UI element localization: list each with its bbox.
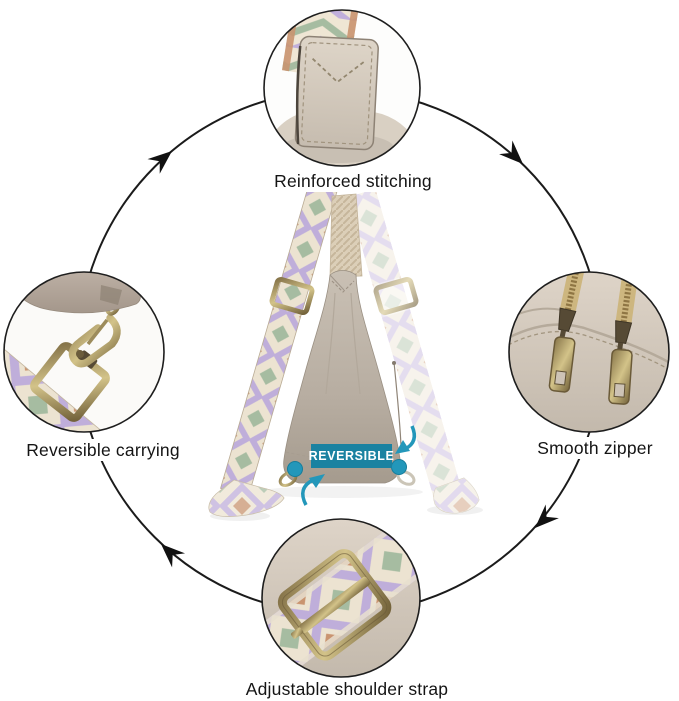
v-stitch	[311, 58, 366, 84]
feature-label-reversible-carrying: Reversible carrying	[3, 439, 203, 461]
snap-hook-clasp	[68, 314, 121, 368]
zipper-slider	[558, 307, 577, 332]
right-strap-buckle	[370, 273, 422, 319]
bag-corner-lobe	[15, 272, 141, 314]
neck-fold-line	[329, 274, 345, 291]
swap-arrow-icon	[301, 474, 325, 506]
clockwise-arrow-icon	[499, 140, 523, 164]
back-webbing-strip	[329, 193, 363, 278]
feature-circle-reinforced-stitching	[264, 10, 420, 166]
zipper-slider	[615, 320, 633, 344]
feature-label-smooth-zipper: Smooth zipper	[495, 437, 679, 459]
strap-loose-end-left	[208, 479, 285, 517]
clockwise-arrow-icon	[147, 151, 172, 174]
clockwise-arrow-icon	[535, 504, 559, 528]
feature-circle-outline	[508, 271, 670, 433]
cycle-arrows	[147, 140, 559, 568]
slide-adjuster-buckle	[277, 549, 392, 661]
strap-attachment-dot	[287, 461, 303, 477]
feature-circle-outline	[263, 9, 421, 167]
feature-label-adjustable-shoulder-strap: Adjustable shoulder strap	[197, 678, 497, 700]
side-zipper-seam	[393, 361, 402, 447]
v-stitch	[331, 280, 355, 293]
left-strap-buckle	[269, 276, 315, 316]
right-shoulder-strap	[347, 189, 464, 505]
leather-seam	[509, 323, 669, 366]
sling-bag-illustration	[208, 183, 483, 521]
stitched-leather-tab	[294, 35, 379, 151]
swap-arrow-icon	[395, 425, 417, 454]
feature-circle-outline	[261, 518, 421, 678]
patterned-strap-band	[262, 519, 420, 677]
feature-label-reinforced-stitching: Reinforced stitching	[203, 170, 503, 192]
zipper-pull	[548, 336, 576, 393]
strap-loose-end-right	[433, 477, 480, 514]
feature-circle-smooth-zipper	[509, 272, 669, 432]
feature-circle-outline	[3, 271, 165, 433]
clockwise-arrow-icon	[161, 544, 186, 568]
reversible-badge: REVERSIBLE	[309, 444, 394, 468]
zipper-pull	[608, 348, 633, 405]
feature-circle-adjustable-strap	[262, 519, 420, 677]
bag-shadow	[259, 486, 423, 498]
